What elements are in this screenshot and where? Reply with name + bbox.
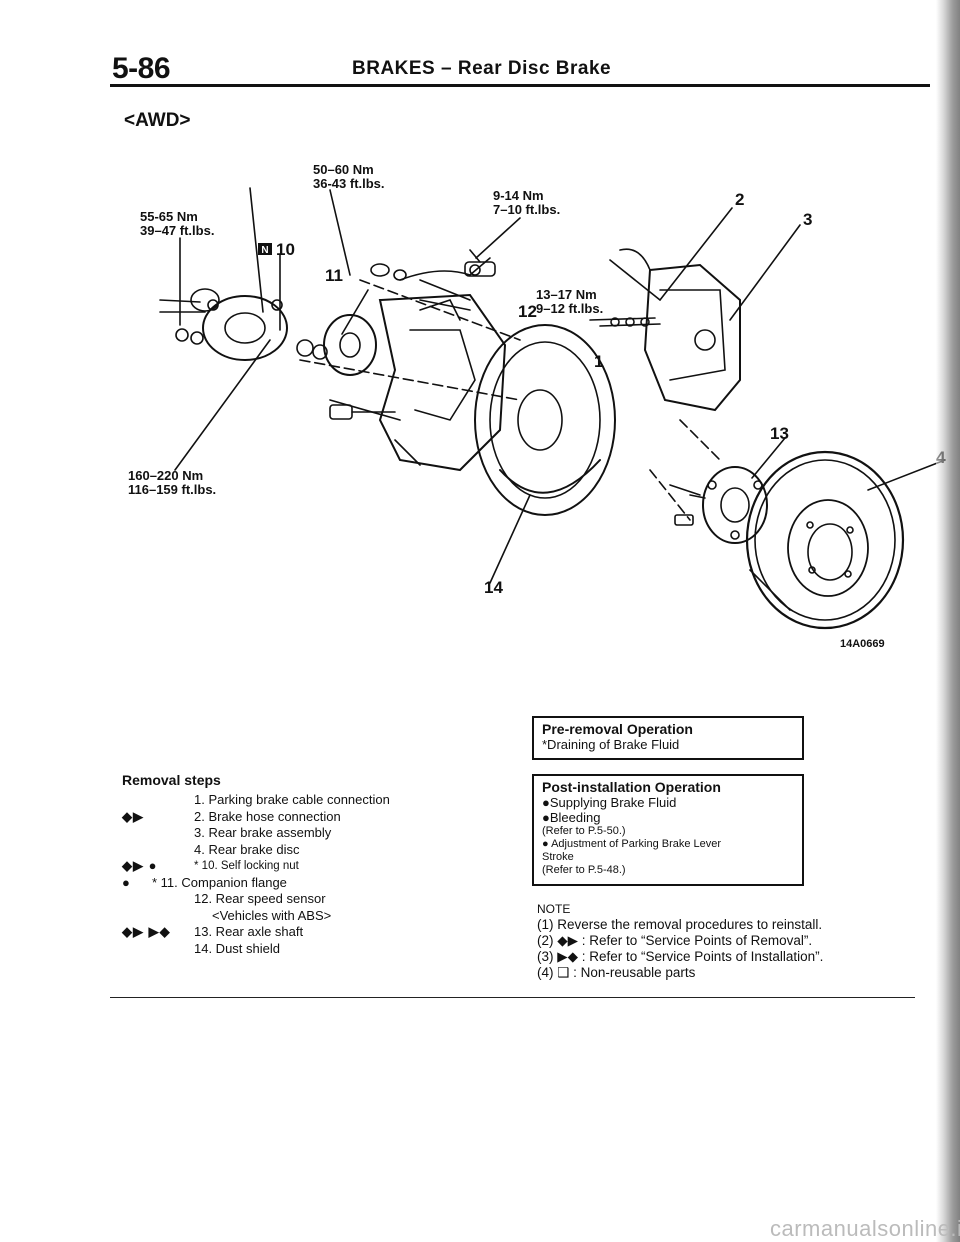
torque-9-14-ftlbs: 7–10 ft.lbs.: [493, 202, 561, 217]
step-text: 12. Rear speed sensor: [194, 891, 326, 906]
figure-code: 14A0669: [840, 638, 885, 650]
list-item: 1. Parking brake cable connection: [122, 792, 442, 809]
step-mark: ◆▶ ●: [122, 858, 158, 873]
callout-10: 10: [276, 240, 295, 259]
post-item-adjustment: ● Adjustment of Parking Brake Lever: [542, 838, 722, 850]
step-text: 1. Parking brake cable connection: [194, 792, 390, 807]
torque-160-220: 160–220 Nm 116–159 ft.lbs.: [128, 469, 216, 497]
page-title: BRAKES – Rear Disc Brake: [352, 58, 612, 79]
list-item: ◆▶ ▶◆ 13. Rear axle shaft: [122, 924, 442, 941]
nonreusable-mark: [258, 243, 272, 255]
step-mark: [122, 825, 194, 842]
torque-160-220-ftlbs: 116–159 ft.lbs.: [128, 482, 217, 497]
step-text: 2. Brake hose connection: [194, 808, 341, 824]
torque-55-65-nm: 55-65 Nm: [140, 209, 198, 224]
callout-11: 11: [325, 266, 343, 285]
post-item-bleeding: ●Bleeding: [542, 810, 601, 825]
footer-rule: [110, 997, 915, 998]
list-item: ◆▶ ● * 10. Self locking nut: [122, 858, 442, 875]
notes-list: (1) Reverse the removal procedures to re…: [537, 917, 937, 981]
note-item: (1) Reverse the removal procedures to re…: [537, 917, 823, 932]
step-text: 4. Rear brake disc: [194, 841, 300, 857]
torque-13-17-nm: 13–17 Nm: [536, 287, 597, 302]
post-item-ref-1: (Refer to P.5-50.): [542, 825, 626, 837]
step-text: 3. Rear brake assembly: [194, 825, 332, 840]
list-item: 4. Rear brake disc: [122, 842, 442, 859]
pre-removal-item: *Draining of Brake Fluid: [542, 737, 680, 752]
list-item: <Vehicles with ABS>: [122, 908, 442, 925]
post-item-stroke: Stroke: [542, 851, 574, 863]
torque-50-60: 50–60 Nm 36-43 ft.lbs.: [313, 163, 385, 191]
list-item: 3. Rear brake assembly: [122, 825, 442, 842]
torque-13-17-ftlbs: 9–12 ft.lbs.: [536, 301, 604, 316]
torque-55-65: 55-65 Nm 39–47 ft.lbs.: [140, 210, 214, 238]
post-installation-box: Post-installation Operation ●Supplying B…: [532, 774, 804, 886]
step-text: 13. Rear axle shaft: [194, 924, 304, 939]
watermark: carmanualsonline.info: [770, 1216, 960, 1241]
note-item: (2) ◆▶ : Refer to “Service Points of Rem…: [537, 933, 813, 948]
nonreusable-mark-letter: N: [261, 245, 268, 256]
pre-removal-box: Pre-removal Operation *Draining of Brake…: [532, 716, 804, 760]
post-installation-title: Post-installation Operation: [542, 779, 721, 795]
callout-14: 14: [484, 578, 503, 597]
step-mark: ◆▶: [122, 808, 144, 824]
step-text: * 11. Companion flange: [152, 874, 287, 890]
callout-1: 1: [594, 352, 604, 371]
step-mark: [122, 941, 194, 958]
step-mark: [122, 908, 212, 925]
page-number: 5-86: [112, 52, 171, 85]
torque-9-14: 9-14 Nm 7–10 ft.lbs.: [493, 189, 560, 217]
removal-steps-list: 1. Parking brake cable connection ◆▶ 2. B…: [122, 792, 442, 957]
callout-12: 12: [518, 302, 537, 321]
torque-50-60-ftlbs: 36-43 ft.lbs.: [313, 176, 385, 191]
step-mark: ◆▶ ▶◆: [122, 924, 171, 939]
list-item: ◆▶ 2. Brake hose connection: [122, 809, 442, 826]
step-mark: [122, 891, 194, 908]
step-text: * 10. Self locking nut: [194, 860, 299, 872]
list-item: 14. Dust shield: [122, 941, 442, 958]
scan-edge-shadow: [936, 0, 960, 1242]
torque-13-17: 13–17 Nm 9–12 ft.lbs.: [536, 288, 603, 316]
step-text: <Vehicles with ABS>: [212, 907, 332, 923]
list-item: ● * 11. Companion flange: [122, 875, 442, 892]
note-item: (3) ▶◆ : Refer to “Service Points of Ins…: [537, 949, 824, 964]
header-rule: [110, 84, 930, 87]
torque-160-220-nm: 160–220 Nm: [128, 468, 204, 483]
callout-2: 2: [735, 190, 745, 209]
torque-50-60-nm: 50–60 Nm: [313, 162, 374, 177]
post-item-ref-2: (Refer to P.5-48.): [542, 864, 626, 876]
torque-9-14-nm: 9-14 Nm: [493, 188, 544, 203]
step-mark: [122, 792, 194, 809]
removal-steps-title: Removal steps: [122, 772, 221, 788]
callout-3: 3: [803, 210, 813, 229]
note-item: (4) ❑ : Non-reusable parts: [537, 965, 696, 980]
pre-removal-title: Pre-removal Operation: [542, 721, 693, 737]
variant-label: <AWD>: [124, 110, 191, 131]
torque-55-65-ftlbs: 39–47 ft.lbs.: [140, 223, 215, 238]
step-text: 14. Dust shield: [194, 940, 280, 956]
note-title: NOTE: [537, 902, 571, 916]
step-mark: [122, 842, 194, 859]
post-item-supplying: ●Supplying Brake Fluid: [542, 795, 677, 810]
step-mark: ●: [122, 874, 131, 890]
list-item: 12. Rear speed sensor: [122, 891, 442, 908]
callout-13: 13: [770, 424, 789, 443]
